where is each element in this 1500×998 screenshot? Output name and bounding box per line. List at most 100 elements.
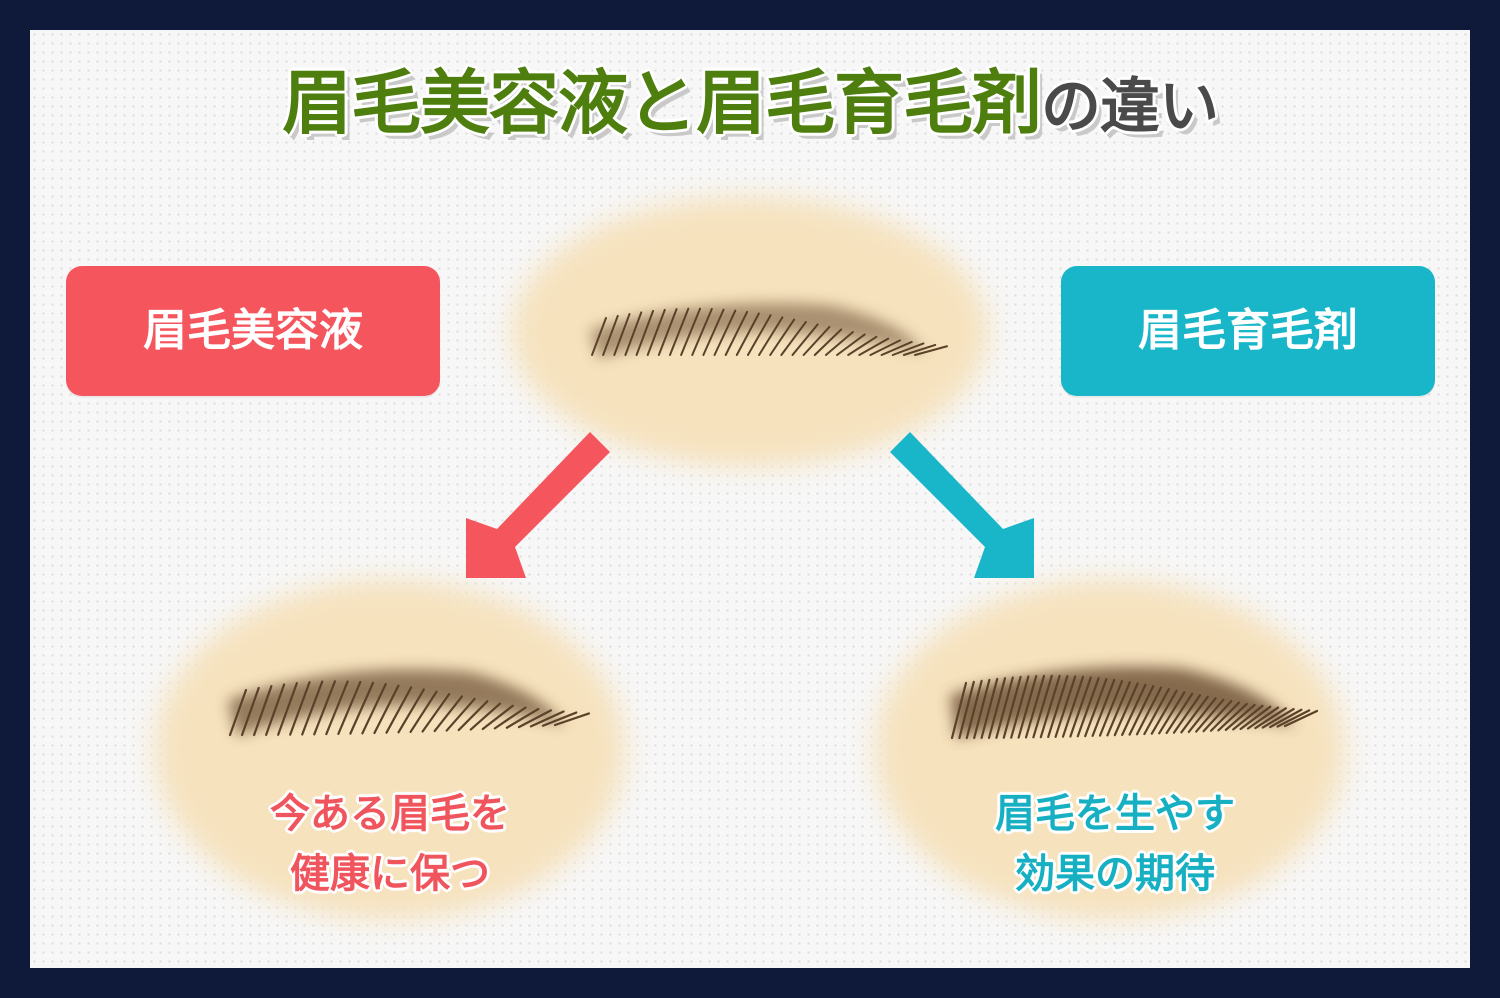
brow-hair-stroke xyxy=(1135,686,1163,736)
brow-hair-stroke xyxy=(713,309,737,356)
brow-hair-stroke xyxy=(1069,676,1092,738)
brow-hair-stroke xyxy=(958,680,975,740)
brow-hair-stroke xyxy=(1195,698,1225,733)
brow-hair-stroke xyxy=(493,706,527,730)
brow-hair-stroke xyxy=(1165,692,1194,735)
skin-oval-right xyxy=(875,580,1345,920)
brow-hair-stroke xyxy=(433,695,464,733)
brow-hair-stroke xyxy=(769,318,796,356)
brow-hair-stroke xyxy=(980,677,999,740)
brow-hair-stroke xyxy=(1054,675,1077,738)
brow-hair-stroke xyxy=(1017,675,1038,739)
brow-hair-stroke xyxy=(995,676,1014,739)
brow-hair-stroke xyxy=(914,345,948,356)
brow-hair-stroke xyxy=(1002,675,1022,739)
brow-hair-stroke xyxy=(1143,688,1170,736)
brow-hair-stroke xyxy=(397,688,425,734)
brow-hair-stroke xyxy=(1150,689,1178,735)
serum-caption: 今ある眉毛を 健康に保つ xyxy=(180,784,600,904)
brow-hair-stroke xyxy=(1172,694,1202,734)
brow-hair-stroke xyxy=(1128,685,1155,736)
brow-hair-stroke xyxy=(1269,708,1303,729)
brow-hair-stroke xyxy=(635,309,655,356)
growth-caption-line1: 眉毛を生やす xyxy=(995,791,1235,837)
brow-hair-stroke xyxy=(361,682,387,735)
serum-caption-line1: 今ある眉毛を xyxy=(270,791,510,837)
brow-hair-stroke xyxy=(780,320,807,356)
brow-hair-stroke xyxy=(973,678,991,740)
brow-hair-stroke xyxy=(1239,705,1272,731)
skin-oval-left xyxy=(155,580,625,920)
brow-hair-stroke xyxy=(1246,706,1280,730)
brow-hair-stroke xyxy=(591,317,607,356)
eyebrow-right xyxy=(950,666,1319,740)
brow-hair-stroke xyxy=(265,683,286,736)
serum-caption-line2: 健康に保つ xyxy=(290,851,490,897)
brow-hair-stroke xyxy=(1217,702,1248,732)
brow-hair-stroke xyxy=(602,314,619,356)
brow-hair-stroke xyxy=(240,686,260,737)
page-title: 眉毛美容液と眉毛育毛剤の違い xyxy=(0,58,1500,148)
brow-hair-stroke xyxy=(409,690,438,734)
arrow-right xyxy=(890,432,1034,578)
brow-hair-stroke xyxy=(758,316,784,356)
brow-hair-stroke xyxy=(313,680,337,736)
brow-hair-stroke xyxy=(1091,678,1116,737)
brow-hair-stroke xyxy=(541,711,578,727)
brow-hair-stroke xyxy=(1202,700,1233,733)
brow-hair-stroke xyxy=(1024,674,1046,739)
brow-hair-stroke xyxy=(657,308,678,356)
brow-hair-stroke xyxy=(517,709,552,729)
brow-hair-stroke xyxy=(1010,675,1030,739)
brow-hair-stroke xyxy=(1187,697,1217,734)
brow-hair-stroke xyxy=(802,325,831,356)
brow-hair-stroke xyxy=(457,700,489,732)
brow-hair-stroke xyxy=(1113,682,1139,737)
brow-hair-stroke xyxy=(668,307,690,356)
brow-hair-stroke xyxy=(869,339,901,356)
eyebrow-left xyxy=(228,669,591,737)
brow-hair-stroke xyxy=(1254,707,1287,730)
brow-hair-stroke xyxy=(646,308,666,356)
brow-hair-stroke xyxy=(824,330,854,356)
brow-hair-stroke xyxy=(1039,674,1061,739)
brow-hair-stroke xyxy=(735,312,760,356)
brow-hair-stroke xyxy=(702,308,725,356)
brow-hair-stroke xyxy=(529,710,565,728)
brow-hair-stroke xyxy=(880,340,913,356)
brow-hair-stroke xyxy=(252,685,273,737)
brow-hair-stroke xyxy=(891,342,925,356)
brow-hair-stroke xyxy=(746,314,772,356)
brow-hair-stroke xyxy=(813,328,843,356)
brow-hair-stroke xyxy=(349,681,375,735)
brow-hair-stroke xyxy=(1032,674,1053,739)
brow-hair-stroke xyxy=(1047,675,1069,739)
brow-hair-stroke xyxy=(902,343,937,356)
brow-hair-stroke xyxy=(277,682,298,736)
brow-hair-stroke xyxy=(1121,683,1147,736)
brow-hair-stroke xyxy=(481,704,514,731)
growth-caption-line2: 効果の期待 xyxy=(1015,851,1215,897)
brow-hair-stroke xyxy=(950,681,968,740)
brow-hair-stroke xyxy=(1084,677,1108,738)
serum-label: 眉毛美容液 xyxy=(66,266,440,396)
brow-hair-stroke xyxy=(421,692,451,733)
brow-hair-stroke xyxy=(1106,681,1131,737)
brow-hair-stroke xyxy=(1158,691,1186,735)
brow-hair-stroke xyxy=(858,337,890,356)
brow-hair-stroke xyxy=(1276,709,1311,728)
brow-hair-stroke xyxy=(228,688,248,737)
brow-hair-stroke xyxy=(624,311,643,356)
brow-hair-stroke xyxy=(791,323,819,356)
brow-hair-stroke xyxy=(505,707,540,729)
brow-hair-stroke xyxy=(1232,704,1264,731)
brow-hair-stroke xyxy=(373,684,400,735)
brow-hair-stroke xyxy=(987,677,1007,739)
brow-hair-stroke xyxy=(680,307,702,356)
title-main: 眉毛美容液と眉毛育毛剤 xyxy=(282,62,1042,144)
brow-hair-stroke xyxy=(613,313,631,356)
brow-hair-stroke xyxy=(385,686,413,734)
title-suffix: の違い xyxy=(1041,72,1219,142)
brow-hair-stroke xyxy=(469,702,502,731)
